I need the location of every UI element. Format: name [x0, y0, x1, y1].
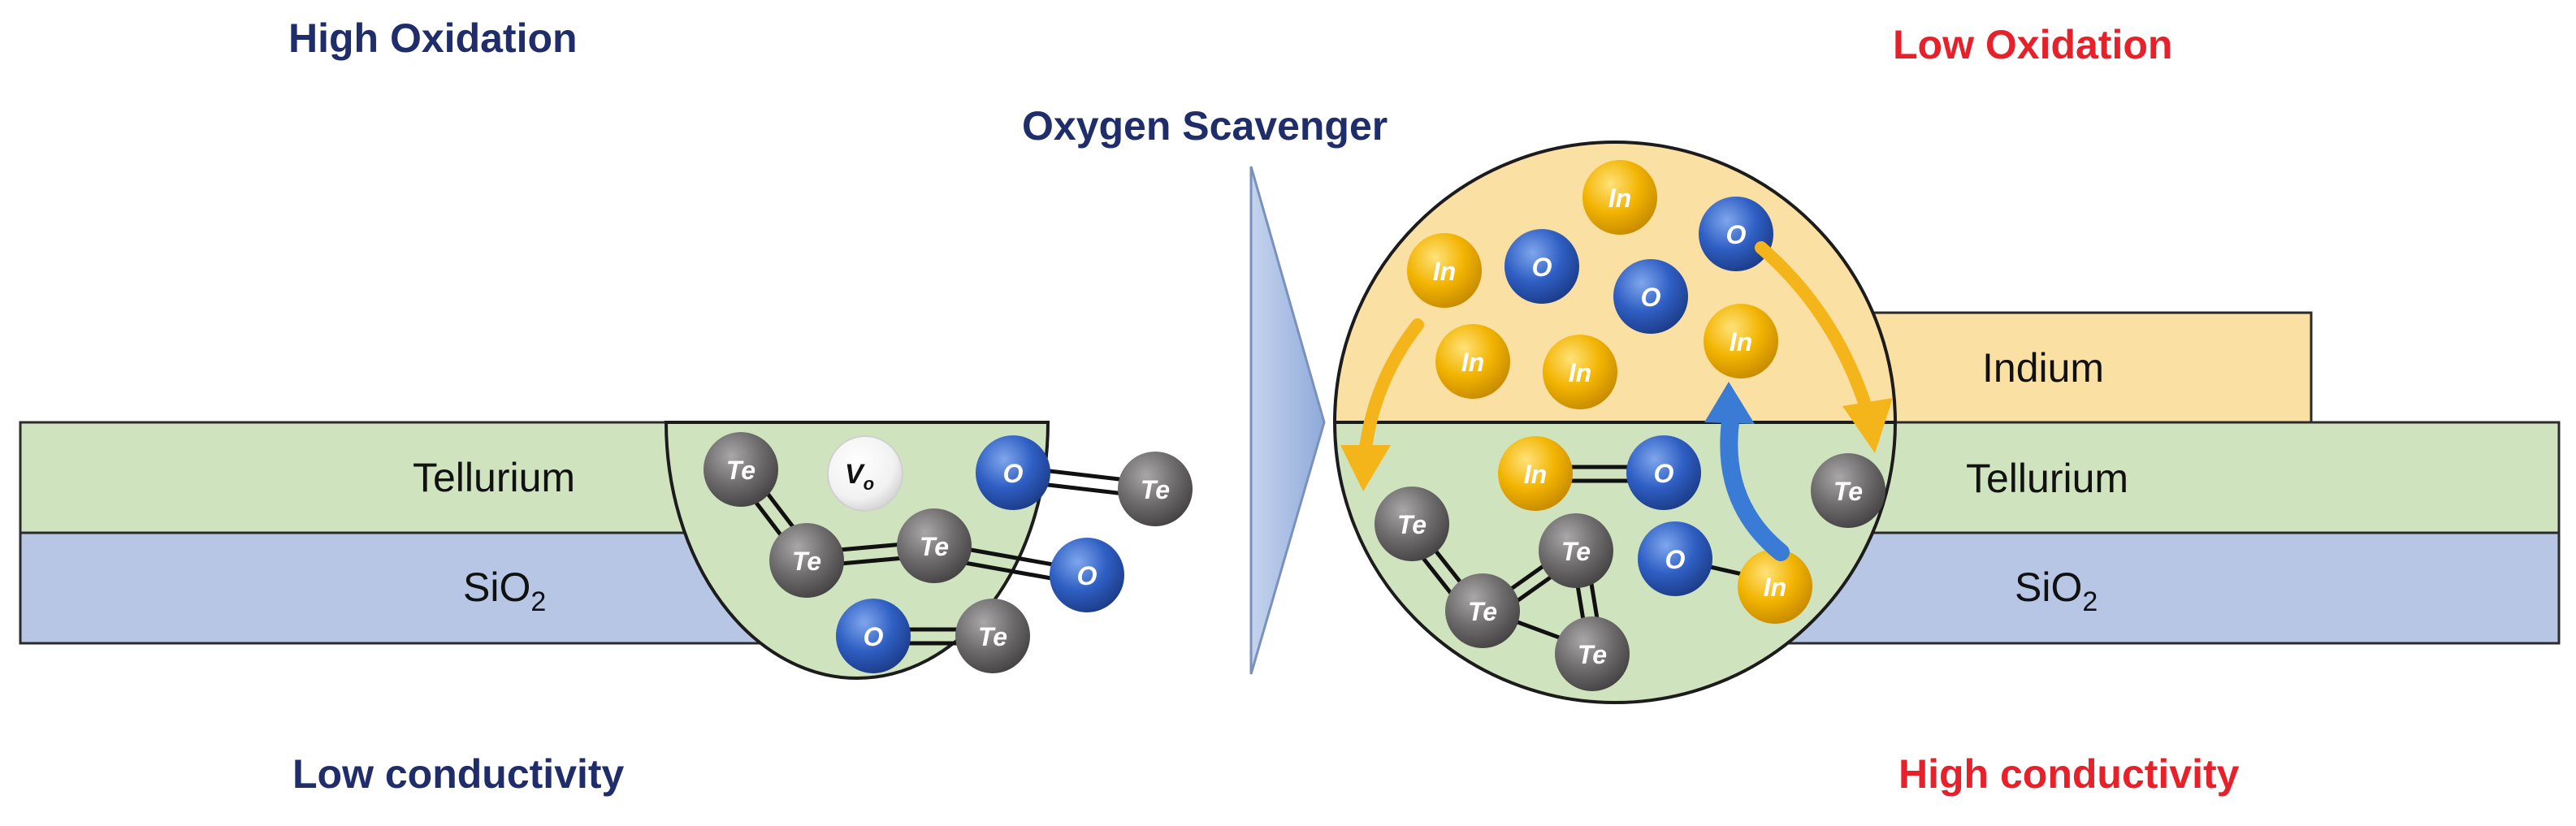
- sio2-label-right: SiO2: [2015, 564, 2098, 617]
- atom-te: Te: [955, 599, 1030, 673]
- svg-text:Te: Te: [1397, 510, 1427, 539]
- atom-in: In: [1543, 335, 1617, 409]
- zoom-circle-right: [1333, 141, 1897, 704]
- atom-te: Te: [1375, 487, 1449, 561]
- svg-text:O: O: [864, 622, 884, 651]
- svg-text:Te: Te: [1141, 475, 1170, 504]
- svg-text:O: O: [1665, 545, 1686, 574]
- svg-text:Te: Te: [1834, 477, 1863, 506]
- svg-text:In: In: [1608, 184, 1631, 213]
- atom-o: O: [836, 599, 911, 673]
- atom-in: In: [1704, 304, 1778, 378]
- atom-o: O: [1638, 521, 1712, 596]
- svg-text:O: O: [1077, 561, 1098, 590]
- heading-low-oxidation: Low Oxidation: [1893, 22, 2172, 67]
- flow-arrow-left: [1358, 318, 1424, 461]
- indium-layer: [1818, 311, 2313, 424]
- heading-high-oxidation: High Oxidation: [288, 15, 578, 61]
- svg-text:Te: Te: [1578, 640, 1607, 669]
- flow-arrow-left-head: [1340, 445, 1391, 491]
- tellurium-label-left: Tellurium: [413, 455, 575, 500]
- svg-text:O: O: [1726, 220, 1747, 249]
- svg-text:In: In: [1433, 257, 1456, 286]
- oxidized-tellurium-zoom: Te Vo O Te Te Te O O Te: [664, 421, 1193, 680]
- flow-arrow-right-head: [1842, 398, 1893, 453]
- atom-te: Te: [1539, 513, 1613, 588]
- heading-high-conductivity: High conductivity: [1898, 751, 2240, 797]
- atom-te: Te: [769, 523, 844, 598]
- process-arrow-chevron: [1249, 166, 1326, 675]
- flow-arrow-up-head: [1704, 382, 1755, 424]
- indium-scavenging-zoom: In O In O O In In In In O Te Te Te O In …: [1333, 141, 1897, 704]
- svg-text:In: In: [1730, 327, 1752, 357]
- atom-o: O: [1626, 435, 1701, 510]
- heading-oxygen-scavenger: Oxygen Scavenger: [1022, 103, 1388, 149]
- svg-text:O: O: [1654, 459, 1674, 488]
- svg-text:Te: Te: [1468, 597, 1497, 626]
- svg-text:Te: Te: [978, 622, 1007, 651]
- flow-arrow-right: [1755, 241, 1873, 417]
- tellurium-layer-right: [1786, 421, 2561, 534]
- heading-low-conductivity: Low conductivity: [292, 751, 625, 797]
- atom-te: Te: [1555, 616, 1630, 691]
- atom-in: In: [1407, 233, 1482, 308]
- svg-text:Te: Te: [920, 532, 949, 561]
- atom-te: Te: [1811, 453, 1885, 528]
- svg-text:Vo: Vo: [845, 459, 874, 494]
- svg-text:In: In: [1764, 573, 1786, 602]
- svg-text:Te: Te: [726, 456, 755, 485]
- svg-text:Te: Te: [792, 547, 821, 576]
- svg-text:O: O: [1641, 283, 1661, 312]
- svg-text:O: O: [1532, 253, 1552, 282]
- atom-te: Te: [897, 508, 972, 583]
- sio2-label-left: SiO2: [463, 564, 546, 617]
- svg-text:In: In: [1524, 460, 1547, 489]
- sio2-layer-right: [1786, 531, 2561, 645]
- atom-in: In: [1582, 160, 1657, 235]
- svg-text:Te: Te: [1561, 537, 1591, 566]
- flow-arrow-up: [1720, 413, 1790, 561]
- atom-in: In: [1498, 436, 1573, 511]
- svg-text:In: In: [1461, 348, 1484, 377]
- atom-o: O: [1504, 229, 1579, 304]
- atom-o: O: [1699, 197, 1773, 271]
- atom-o: O: [1050, 538, 1124, 612]
- atom-te: Te: [1445, 573, 1520, 648]
- indium-label: Indium: [1982, 345, 2104, 391]
- atom-vacancy: Vo: [827, 435, 903, 512]
- atom-in: In: [1738, 549, 1812, 624]
- svg-text:In: In: [1569, 358, 1591, 387]
- atom-o: O: [976, 435, 1050, 510]
- svg-text:O: O: [1003, 459, 1024, 488]
- atom-o: O: [1613, 259, 1688, 334]
- atom-in: In: [1435, 324, 1510, 399]
- atom-te: Te: [704, 432, 778, 507]
- atom-te: Te: [1118, 452, 1193, 526]
- tellurium-label-right: Tellurium: [1966, 456, 2128, 501]
